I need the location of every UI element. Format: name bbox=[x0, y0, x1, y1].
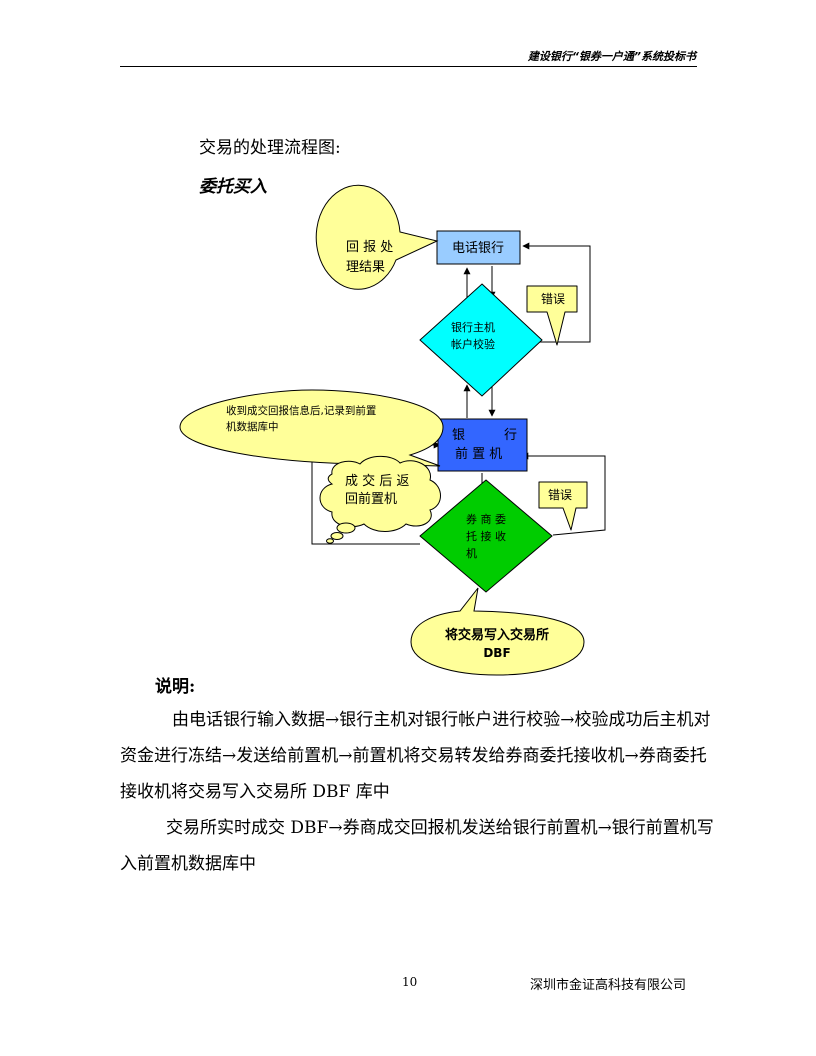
phone-bank-box bbox=[436, 230, 521, 265]
cloud-bubble-3 bbox=[326, 538, 334, 544]
error-loop-top bbox=[522, 242, 591, 343]
section-title: 委托买入 bbox=[199, 177, 267, 197]
notes-title: 说明: bbox=[155, 677, 196, 697]
return-cloud bbox=[319, 455, 441, 532]
bank-front-label-2: 前 置 机 bbox=[455, 446, 502, 462]
bank-host-label-2: 帐户校验 bbox=[451, 337, 495, 351]
write-callout-label-2: DBF bbox=[483, 646, 510, 660]
cloud-label-1: 成 交 后 返 bbox=[345, 473, 409, 489]
error-callout-2 bbox=[538, 481, 588, 531]
footer-company: 深圳市金证高科技有限公司 bbox=[530, 978, 687, 993]
header-rule bbox=[120, 66, 697, 67]
record-callout-label-1: 收到成交回报信息后,记录到前置 bbox=[226, 404, 376, 417]
error-loop-bottom bbox=[521, 452, 606, 536]
error-callout-2-label: 错误 bbox=[548, 488, 572, 502]
write-callout bbox=[410, 587, 585, 676]
flow-caption: 交易的处理流程图: bbox=[199, 138, 341, 158]
result-callout bbox=[315, 184, 439, 290]
error-callout-1-label: 错误 bbox=[541, 292, 565, 306]
page-number: 10 bbox=[402, 975, 418, 989]
bank-front-box bbox=[437, 418, 528, 472]
bank-host-diamond bbox=[419, 283, 543, 397]
write-callout-label-1: 将交易写入交易所 bbox=[445, 627, 549, 643]
bank-host-label-1: 银行主机 bbox=[451, 320, 495, 334]
phone-bank-label: 电话银行 bbox=[452, 241, 504, 256]
error-callout-1 bbox=[526, 285, 578, 346]
result-callout-label-1: 回 报 处 bbox=[346, 240, 393, 255]
record-callout bbox=[179, 389, 444, 467]
record-callout-label-2: 机数据库中 bbox=[226, 420, 279, 433]
broker-label-2: 托 接 收 bbox=[466, 529, 506, 543]
cloud-bubble-1 bbox=[336, 522, 356, 534]
broker-diamond bbox=[419, 479, 553, 593]
notes-paragraph-1: 由电话银行输入数据→银行主机对银行帐户进行校验→校验成功后主机对资金进行冻结→发… bbox=[120, 702, 720, 810]
result-callout-label-2: 理结果 bbox=[346, 260, 385, 275]
broker-label-3: 机 bbox=[466, 546, 477, 560]
notes-paragraph-2-text: 交易所实时成交 DBF→券商成交回报机发送给银行前置机→银行前置机写入前置机数据… bbox=[120, 818, 714, 874]
cloud-bubble-2 bbox=[330, 532, 344, 540]
broker-label-1: 券 商 委 bbox=[466, 512, 506, 526]
cloud-label-2: 回前置机 bbox=[345, 491, 397, 507]
bank-front-label-1: 银 行 bbox=[452, 428, 517, 443]
header-title: 建设银行“银券一户通”系统投标书 bbox=[527, 50, 696, 63]
notes-paragraph-2: 交易所实时成交 DBF→券商成交回报机发送给银行前置机→银行前置机写入前置机数据… bbox=[120, 810, 720, 882]
notes-paragraph-1-text: 由电话银行输入数据→银行主机对银行帐户进行校验→校验成功后主机对资金进行冻结→发… bbox=[120, 710, 711, 802]
